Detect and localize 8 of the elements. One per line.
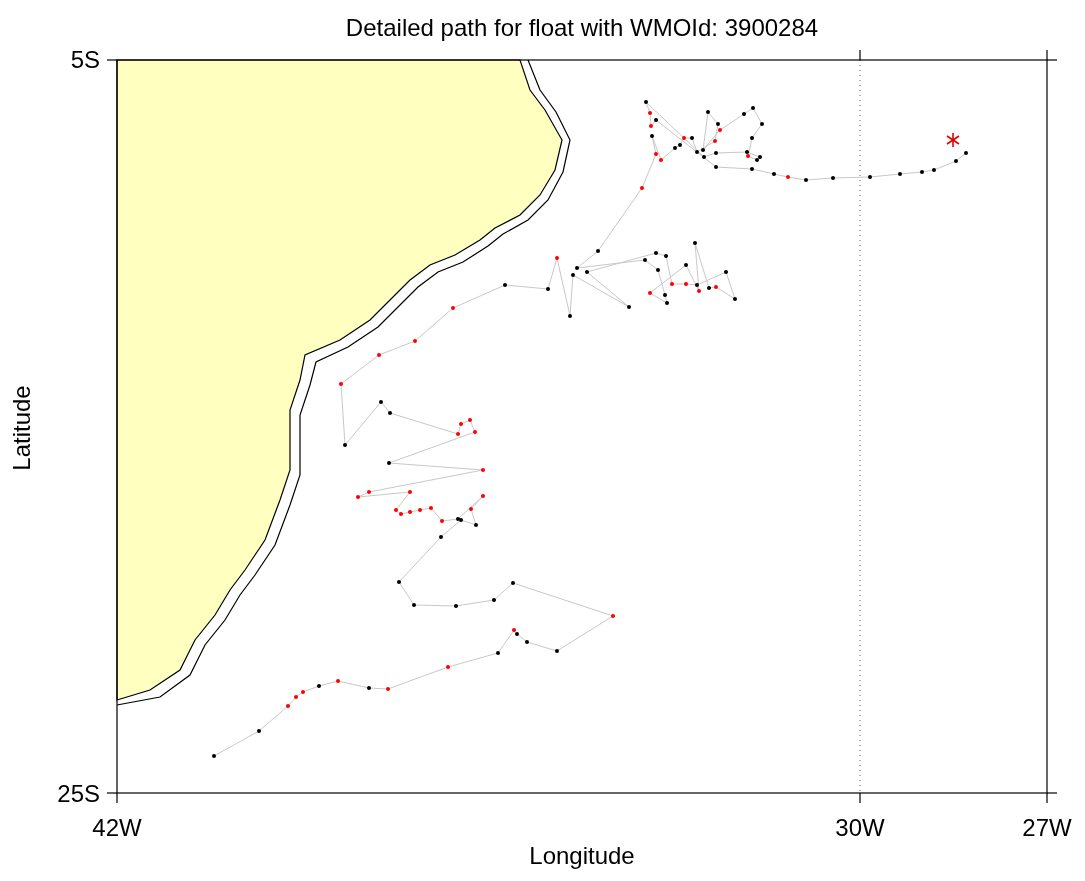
- tick-label: 27W: [1022, 814, 1072, 842]
- tick-label: 42W: [92, 814, 142, 842]
- tick-label: 5S: [70, 46, 100, 74]
- chart-title: Detailed path for float with WMOId: 3900284: [345, 14, 819, 42]
- tick-label: 30W: [835, 814, 885, 842]
- tick-label: 25S: [57, 780, 100, 808]
- axis-title: Longitude: [529, 842, 635, 870]
- axis-title: Latitude: [8, 385, 36, 471]
